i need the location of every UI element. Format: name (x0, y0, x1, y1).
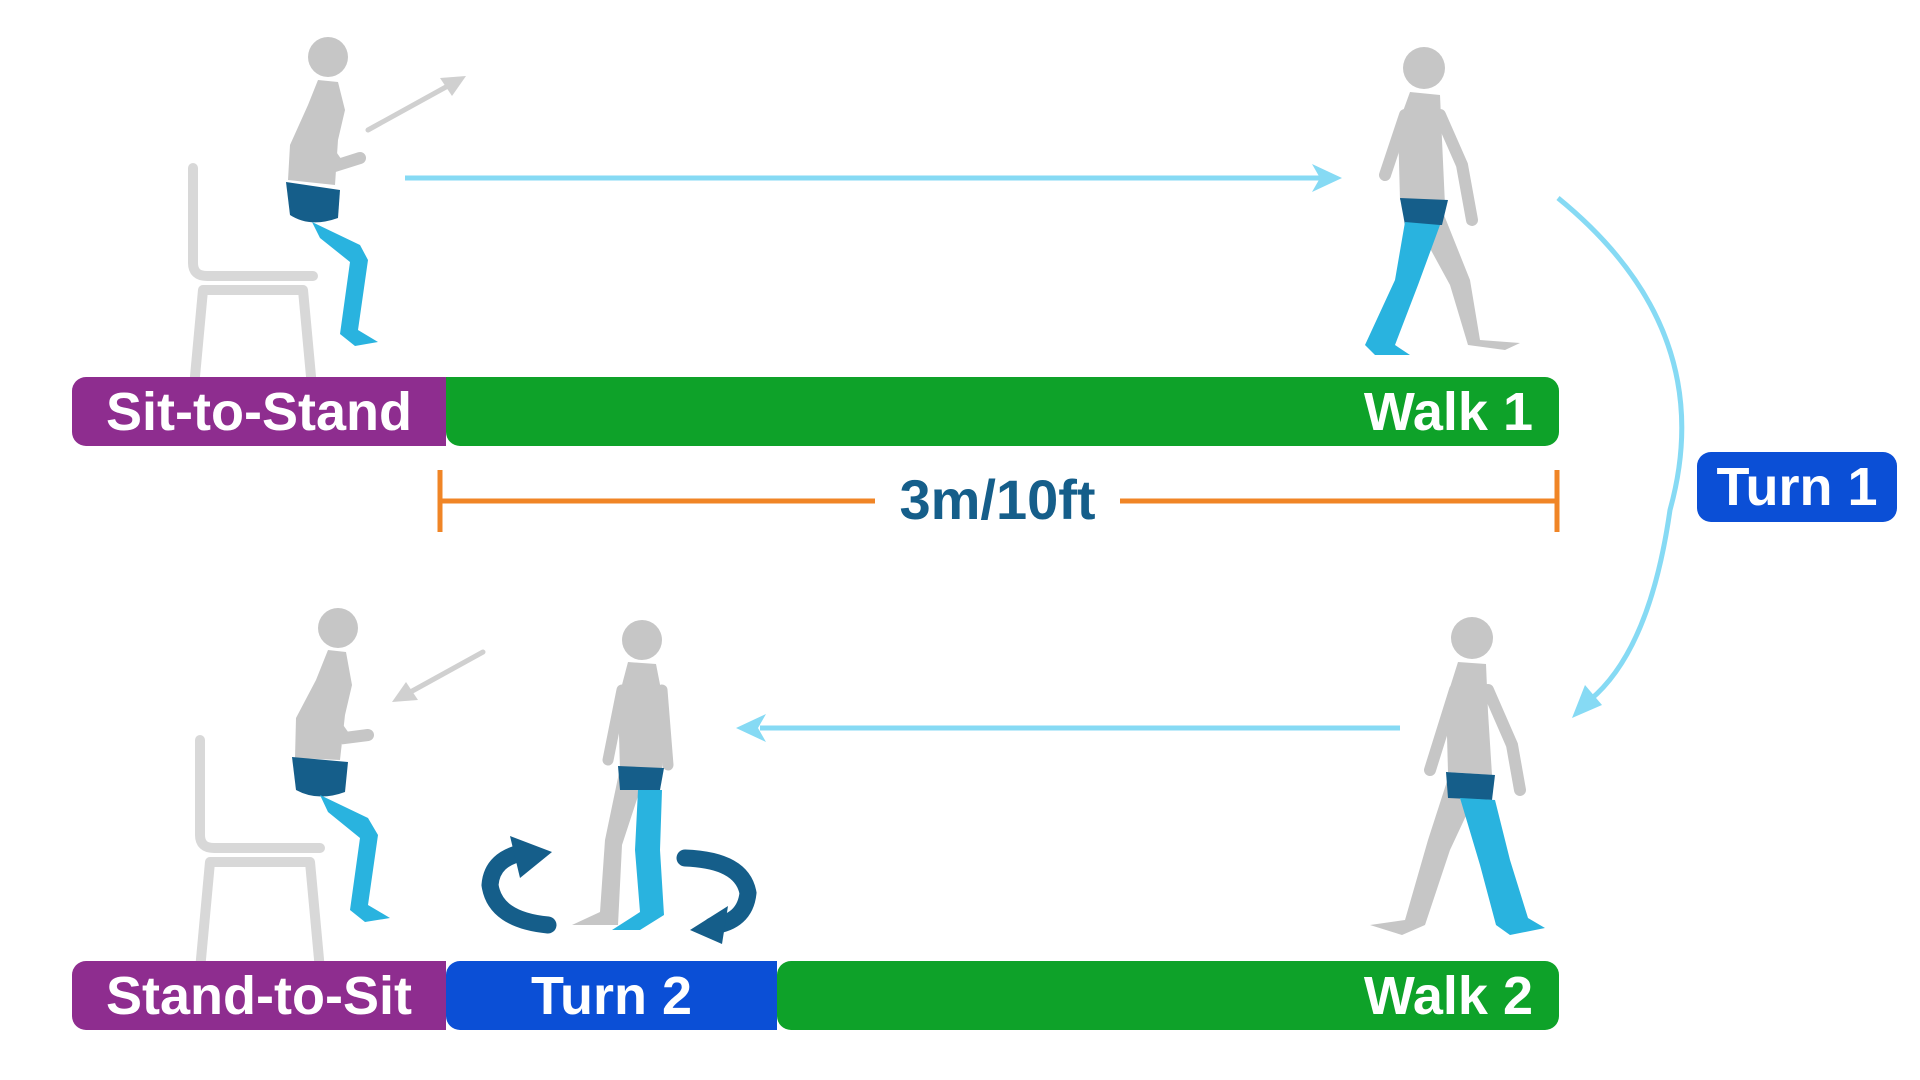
walk-1-path-arrow-icon (405, 164, 1342, 192)
phase-walk-1: Walk 1 (446, 377, 1559, 446)
distance-label: 3m/10ft (899, 468, 1096, 531)
turn-1-path-arrow-icon (1556, 196, 1685, 718)
stand-direction-arrow-icon (365, 76, 466, 133)
phase-turn-1: Turn 1 (1697, 452, 1897, 522)
phase-walk-1-label: Walk 1 (1363, 381, 1533, 442)
phase-walk-2: Walk 2 (777, 961, 1559, 1030)
walk-2-path-arrow-icon (736, 714, 1400, 742)
phase-sit-to-stand-label: Sit-to-Stand (106, 381, 412, 442)
rotate-left-icon (481, 836, 557, 934)
person-sit-to-stand-icon (286, 37, 378, 346)
rotate-right-icon (676, 849, 757, 944)
phase-turn-1-label: Turn 1 (1716, 457, 1878, 517)
person-walking-2-icon (1370, 617, 1545, 935)
phase-stand-to-sit: Stand-to-Sit (72, 961, 446, 1030)
phase-walk-2-label: Walk 2 (1363, 965, 1533, 1026)
sit-direction-arrow-icon (392, 649, 486, 702)
person-stand-to-sit-icon (292, 608, 390, 922)
phase-sit-to-stand: Sit-to-Stand (72, 377, 446, 446)
phase-turn-2-label: Turn 2 (531, 965, 692, 1026)
distance-marker (437, 470, 1560, 532)
phase-turn-2: Turn 2 (446, 961, 777, 1030)
phase-stand-to-sit-label: Stand-to-Sit (106, 965, 412, 1026)
person-walking-1-icon (1365, 47, 1520, 355)
person-turning-icon (572, 620, 674, 930)
